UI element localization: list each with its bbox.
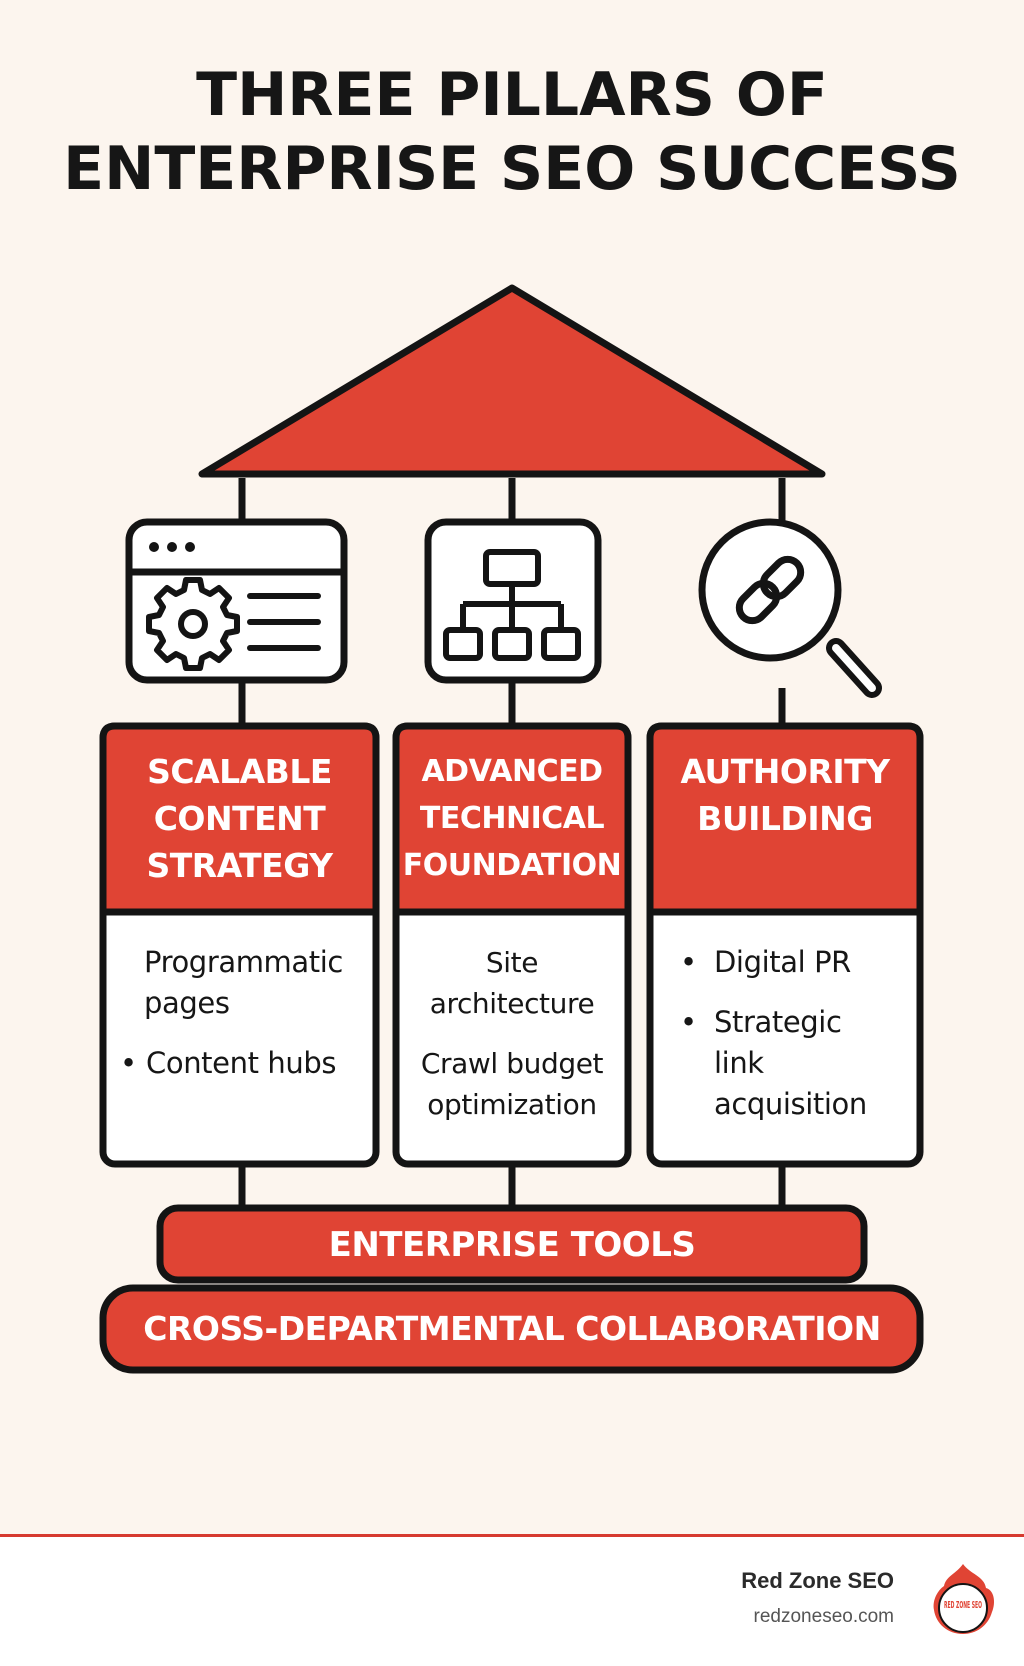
brand-name: Red Zone SEO [741,1568,894,1593]
pillar-1-body: Programmatic pages • Content hubs [120,942,366,1103]
sitemap-icon [424,518,602,684]
pillar-1-item-text: Content hubs [146,1046,337,1080]
pillar-2-title-line: FOUNDATION [402,848,622,883]
pillar-3-title: AUTHORITY BUILDING [650,748,920,842]
pillar-3-item-link-acquisition: • Strategic link acquisition [680,1002,867,1125]
pillar-2-title-line: TECHNICAL [419,801,605,836]
brand-url[interactable]: redzoneseo.com [753,1606,894,1627]
pillar-1-item-programmatic: Programmatic pages [120,942,344,1024]
footer [0,1537,1024,1666]
base-upper-label: ENTERPRISE TOOLS [328,1225,696,1265]
base-lower-label: CROSS-DEPARTMENTAL COLLABORATION [143,1309,881,1348]
pillar-1-title-line: STRATEGY [146,846,333,885]
pillar-1-item-content-hubs: • Content hubs [120,1043,366,1084]
pillar-2-item-site-architecture: Site architecture [404,942,620,1024]
pillar-3-body: • Digital PR • Strategic link acquisition [680,942,910,1144]
pillar-1-title-line: SCALABLE [147,752,332,791]
main-title-line-2: ENTERPRISE SEO SUCCESS [63,134,961,204]
pillar-2-title-line: ADVANCED [421,754,603,789]
main-title: THREE PILLARS OF ENTERPRISE SEO SUCCESS [0,58,1024,206]
bullet-dot: • [120,1046,137,1080]
logo-text: RED ZONE SEO [944,1600,982,1611]
bullet-dot: • [680,1005,697,1039]
pillar-3-item-text: Strategic link acquisition [714,1005,867,1121]
pillar-3-title-line: AUTHORITY [680,752,890,791]
pillar-technical-foundation [392,722,632,1168]
pillar-3-item-digital-pr: • Digital PR [680,942,910,983]
pillar-scalable-content [99,722,380,1168]
pillar-2-item-crawl-budget: Crawl budget optimization [404,1043,620,1125]
pillar-2-item-text: Crawl budget optimization [420,1047,604,1121]
pillar-1-item-text: Programmatic pages [144,945,343,1020]
pillar-2-item-text: Site architecture [429,946,595,1020]
pillar-1-title-line: CONTENT [153,799,326,838]
pillar-2-title: ADVANCED TECHNICAL FOUNDATION [396,748,628,889]
bullet-dot: • [680,945,697,979]
browser-gear-icon [125,518,348,684]
pillar-3-item-text: Digital PR [714,945,851,979]
roof [198,284,826,478]
pillar-3-title-line: BUILDING [697,799,873,838]
pillar-authority-building [646,722,924,1168]
footer-divider [0,1534,1024,1537]
pillar-1-title: SCALABLE CONTENT STRATEGY [103,748,376,889]
pillar-2-body: Site architecture Crawl budget optimizat… [404,942,620,1144]
link-magnifier-icon [698,518,882,698]
base-upper-bar [156,1204,868,1284]
base-lower-bar [99,1284,924,1374]
main-title-line-1: THREE PILLARS OF [196,60,828,130]
flame-logo-icon: RED ZONE SEO [933,1564,994,1634]
